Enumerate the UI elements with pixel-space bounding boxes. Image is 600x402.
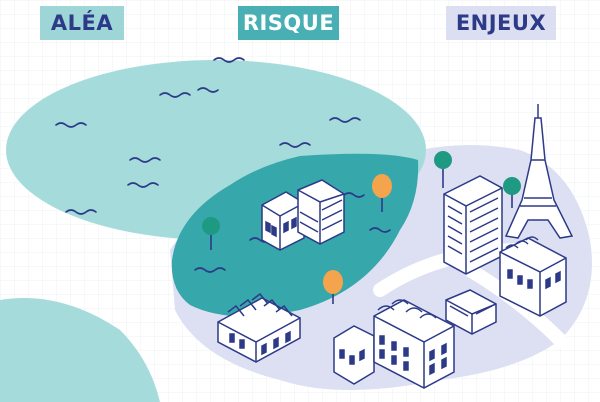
tram-icon — [445, 289, 497, 335]
flooded-building-icon — [261, 179, 345, 251]
tree-icon — [323, 270, 343, 304]
waves-icon — [55, 57, 391, 273]
tree-icon — [372, 174, 392, 212]
apartment-building-icon — [499, 236, 567, 317]
eiffel-tower-icon — [504, 104, 574, 239]
apartment-building-icon — [443, 175, 503, 275]
tree-icon — [434, 151, 452, 188]
tree-icon — [202, 217, 220, 250]
apartment-building-icon — [333, 299, 455, 389]
sea-area — [0, 298, 160, 402]
factory-icon — [217, 292, 301, 363]
enjeux-label: ENJEUX — [446, 6, 556, 40]
tree-icon — [503, 177, 521, 208]
risque-label: RISQUE — [238, 6, 339, 40]
alea-label: ALÉA — [40, 6, 124, 40]
